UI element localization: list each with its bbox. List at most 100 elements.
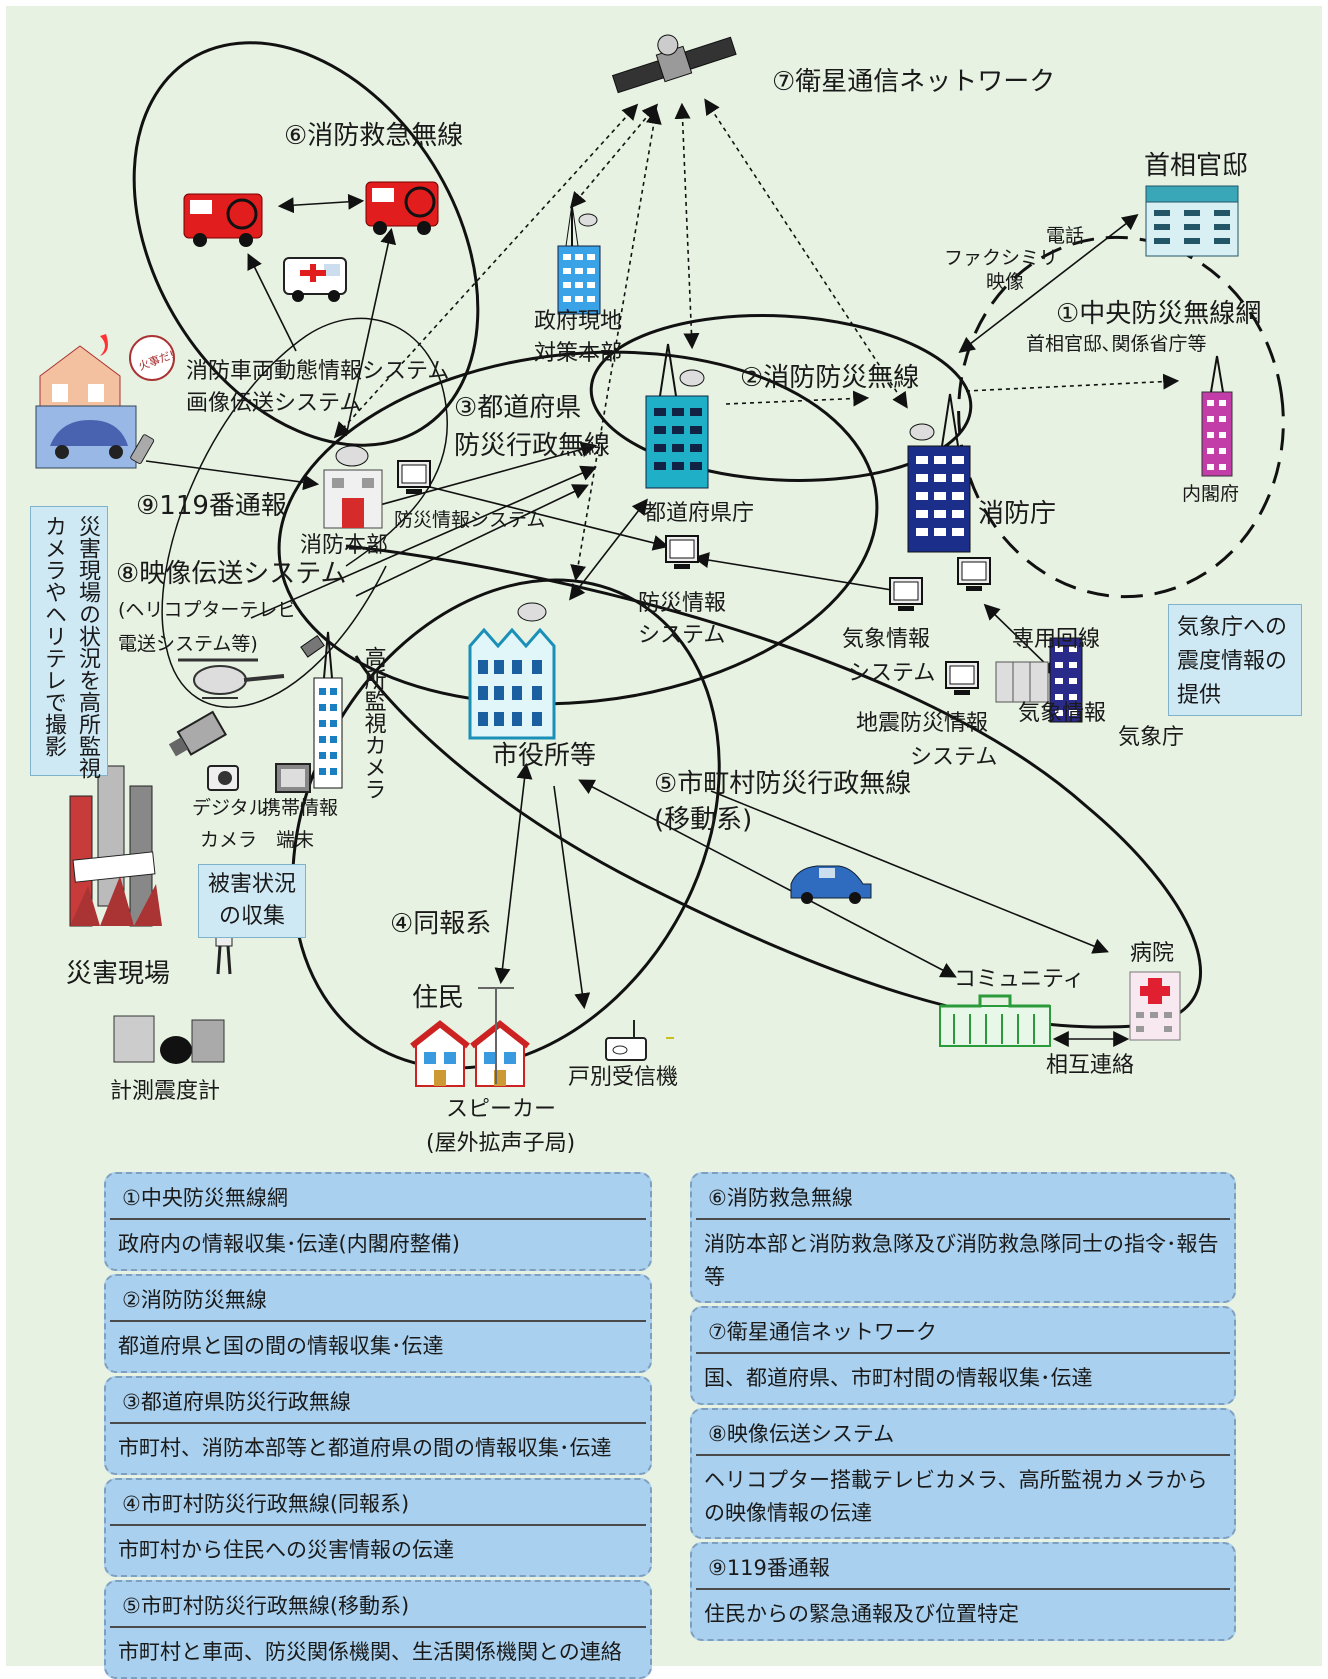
jma-box-line-1: 気象庁への [1177, 615, 1288, 640]
speaker-label-1: スピーカー [446, 1097, 557, 1122]
call119-arrow [145, 460, 320, 491]
hq-bousai-arrow [425, 485, 670, 551]
car-icon [35, 405, 137, 469]
weather-system-label-2: システム [848, 661, 936, 686]
legend-title: ⑥消防救急無線 [696, 1174, 1230, 1220]
site-camera-box: 災害現場の状況を高所監視 カメラやヘリテレで撮影 [30, 506, 108, 779]
legend-item-6: ⑥消防救急無線 消防本部と消防救急隊及び消防救急隊同士の指令･報告等 [690, 1172, 1236, 1304]
digital-camera-label-2: カメラ [200, 829, 258, 851]
legend-title: ⑦衛星通信ネットワーク [696, 1308, 1230, 1354]
weather-system-label-1: 気象情報 [842, 627, 931, 652]
sat-link-pref [674, 102, 700, 350]
computer-icon [665, 535, 699, 569]
pref-city-arrow [569, 498, 648, 601]
dedicated-line-label: 専用回線 [1012, 627, 1101, 652]
server-rack-icon [995, 661, 1049, 703]
heli-label-1: (ヘリコプターテレビ [118, 599, 297, 621]
fire-radio-label: ⑥消防救急無線 [284, 121, 464, 151]
video-system-curve [161, 317, 448, 708]
pref-office-building-icon [645, 343, 709, 489]
fire-truck-icon [183, 193, 263, 247]
quake-system-label-1: 地震防災情報 [856, 711, 989, 736]
legend-body: 国、都道府県、市町村間の情報収集･伝達 [704, 1366, 1093, 1390]
jma-label: 気象庁 [1118, 725, 1185, 750]
image-system-label: 画像伝送システム [186, 391, 362, 416]
video-system-label: ⑧映像伝送システム [116, 559, 347, 589]
vehicle-system-label: 消防車両動態情報システム [186, 359, 450, 384]
damage-collection-box: 被害状況 の収集 [198, 864, 306, 938]
legend-body: 住民からの緊急通報及び位置特定 [704, 1602, 1019, 1626]
fdma-building-icon [907, 393, 971, 553]
pref-office-label: 都道府県庁 [644, 501, 755, 526]
mobile-terminal-label-1: 携帯情報 [262, 797, 339, 819]
house-icon [470, 1020, 530, 1087]
patrol-car-icon [790, 865, 872, 904]
community-label: コミュニティ [954, 967, 1085, 992]
cabinet-building-icon [1201, 355, 1233, 477]
digital-camera-label-1: デジタル [192, 797, 268, 819]
fdma-label: 消防庁 [978, 499, 1057, 529]
community-icon [939, 994, 1051, 1047]
legend-body: ヘリコプター搭載テレビカメラ、高所監視カメラからの映像情報の伝達 [704, 1468, 1208, 1525]
legend-title: ⑧映像伝送システム [696, 1410, 1230, 1456]
broadcast-label: ④同報系 [390, 909, 492, 939]
central-radio-ellipse [957, 235, 1285, 599]
legend-body: 市町村、消防本部等と都道府県の間の情報収集･伝達 [118, 1436, 612, 1460]
receiver-label: 戸別受信機 [568, 1065, 679, 1090]
city-community-arrow [578, 779, 957, 978]
damage-box-line-1: 被害状況 [207, 872, 296, 897]
jma-box-line-2: 震度情報の [1177, 649, 1288, 674]
fire-hq-building-icon [323, 445, 383, 529]
jma-info-box: 気象庁への 震度情報の 提供 [1168, 604, 1302, 716]
network-diagram [35, 34, 1285, 1087]
fdma-cabinet-link [965, 373, 1180, 392]
fire-prevention-radio-label: ②消防防災無線 [740, 363, 920, 393]
site-box-line-2: カメラやヘリテレで撮影 [41, 515, 66, 757]
legend-item-8: ⑧映像伝送システム ヘリコプター搭載テレビカメラ、高所監視カメラからの映像情報の… [690, 1408, 1236, 1540]
mobile-terminal-icon [275, 763, 311, 793]
legend-item-1: ①中央防災無線網 政府内の情報収集･伝達(内閣府整備) [104, 1172, 652, 1271]
legend-body: 消防本部と消防救急隊及び消防救急隊同士の指令･報告等 [704, 1232, 1219, 1289]
hq-pref-arrow [375, 441, 598, 507]
weather-info-label: 気象情報 [1018, 701, 1107, 726]
sat-link-hq [333, 103, 639, 439]
satellite-label: ⑦衛星通信ネットワーク [772, 67, 1056, 97]
legend-item-3: ③都道府県防災行政無線 市町村、消防本部等と都道府県の間の情報収集･伝達 [104, 1376, 652, 1475]
heli-pref-arrow [250, 465, 597, 619]
central-radio-sub-label: 首相官邸､関係省庁等 [1026, 333, 1207, 355]
hospital-icon [1129, 971, 1181, 1041]
legend-title: ⑨119番通報 [696, 1544, 1230, 1590]
video-camera-icon [168, 710, 228, 757]
phone-icon [130, 434, 155, 465]
speaker-label-2: (屋外拡声子局) [426, 1131, 576, 1156]
sat-link-govhq [569, 103, 659, 209]
disaster-site-icon [69, 765, 162, 927]
mobile-terminal-label-2: 端末 [276, 829, 315, 851]
city-hall-label: 市役所等 [492, 741, 597, 771]
legend-title: ②消防防災無線 [110, 1276, 646, 1322]
legend-title: ③都道府県防災行政無線 [110, 1378, 646, 1424]
legend-item-7: ⑦衛星通信ネットワーク 国、都道府県、市町村間の情報収集･伝達 [690, 1306, 1236, 1405]
camera-vertical-label: 高所監視カメラ [360, 646, 386, 800]
gov-hq-label-2: 対策本部 [534, 341, 623, 366]
hq-truck-arrow [247, 253, 297, 352]
video-label: 映像 [986, 271, 1025, 293]
legend-body: 市町村と車両、防災関係機関、生活関係機関との連絡 [118, 1640, 622, 1664]
legend-body: 政府内の情報収集･伝達(内閣府整備) [118, 1232, 460, 1256]
legend-title: ④市町村防災行政無線(同報系) [110, 1480, 646, 1526]
house-icon [410, 1020, 470, 1087]
residents-label: 住民 [412, 983, 465, 1013]
fire-sign-icon [129, 335, 175, 381]
digital-camera-icon [207, 765, 239, 791]
city-receiver-arrow [553, 785, 591, 1010]
phone-label: 電話 [1046, 225, 1085, 247]
gov-hq-label-1: 政府現地 [534, 309, 623, 334]
receiver-icon [605, 1020, 647, 1061]
jma-building-icon [1049, 637, 1083, 723]
seismometer-icon [113, 1015, 225, 1064]
computer-icon [397, 460, 431, 494]
seismometer-label: 計測震度計 [110, 1079, 221, 1104]
kantei-building-icon [1145, 185, 1239, 257]
muni-mobile-label-2: (移動系) [654, 805, 753, 835]
city-hall-building-icon [468, 602, 556, 740]
